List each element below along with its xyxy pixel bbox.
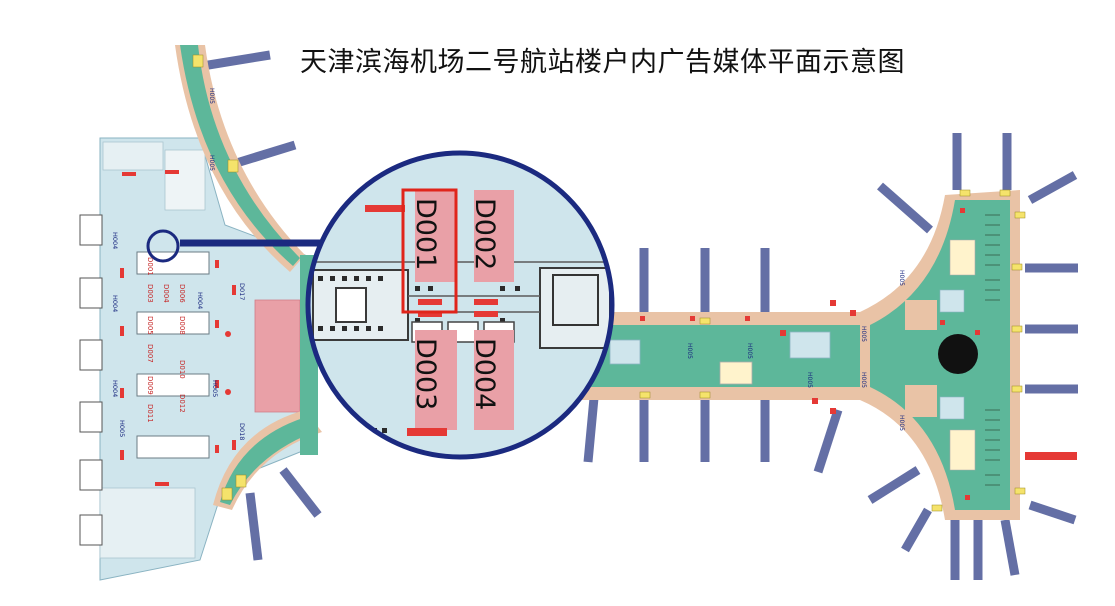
zoom-ring (305, 150, 615, 460)
zoom-label-d004: D004 (469, 338, 500, 410)
concourse-labels: H005 H005 H005 H005 H005 H005 H005 H005 … (208, 88, 905, 431)
concourse-label: H005 (208, 155, 215, 171)
d-label: D006 (178, 284, 186, 303)
hall-label-h004: H004 (111, 380, 119, 397)
concourse-label: H005 (746, 343, 753, 359)
d-label: D004 (162, 284, 170, 303)
hall-label-h004: H004 (111, 295, 119, 312)
hall-label-h005: H005 (211, 380, 219, 397)
zoom-label-d001: D001 (410, 198, 441, 270)
concourse-label: H005 (686, 343, 693, 359)
d-label: D012 (178, 394, 186, 413)
zoom-label-d003: D003 (410, 338, 441, 410)
concourse-label: H005 (806, 372, 813, 388)
zoom-label-d002: D002 (469, 198, 500, 270)
d-label: D003 (146, 284, 154, 303)
ad-markers (120, 170, 1077, 500)
map-title: 天津滨海机场二号航站楼户内广告媒体平面示意图 (300, 47, 905, 77)
highlight-box-d001 (401, 188, 458, 314)
concourse-label: H005 (860, 372, 867, 388)
locator-circle (146, 229, 180, 263)
d-label: D001 (146, 257, 154, 276)
hall-label-h004: H004 (196, 292, 204, 309)
concourse-label: H005 (860, 326, 867, 342)
left-label-column-b: D004 D006 D008 D010 D012 (162, 284, 186, 413)
concourse-label: H005 (208, 88, 215, 104)
atrium-circle (938, 334, 978, 374)
hall-label-h004: H004 (111, 232, 119, 249)
hall-label-d017: D017 (238, 283, 246, 300)
hall-labels: D017 D018 H004 H004 H004 H004 H005 H005 (111, 232, 246, 440)
landside-hall (79, 137, 306, 581)
d-label: D007 (146, 344, 154, 363)
north-arm (175, 45, 305, 272)
hall-label-h005: H005 (118, 420, 126, 437)
east-concourse (300, 190, 1020, 520)
d-label: D008 (178, 316, 186, 335)
jet-bridges (189, 50, 1078, 580)
d-label: D010 (178, 360, 186, 379)
hall-label-d018: D018 (238, 423, 246, 440)
d-label: D009 (146, 376, 154, 395)
left-label-column: D001 D003 D005 D007 D009 D011 (146, 257, 154, 423)
d-label: D005 (146, 316, 154, 335)
zoom-callout: D001 D002 D003 D004 (305, 150, 615, 460)
concourse-label: H005 (898, 270, 905, 286)
d-label: D011 (146, 404, 154, 423)
concourse-label: H005 (898, 415, 905, 431)
gate-tags (192, 54, 1026, 512)
